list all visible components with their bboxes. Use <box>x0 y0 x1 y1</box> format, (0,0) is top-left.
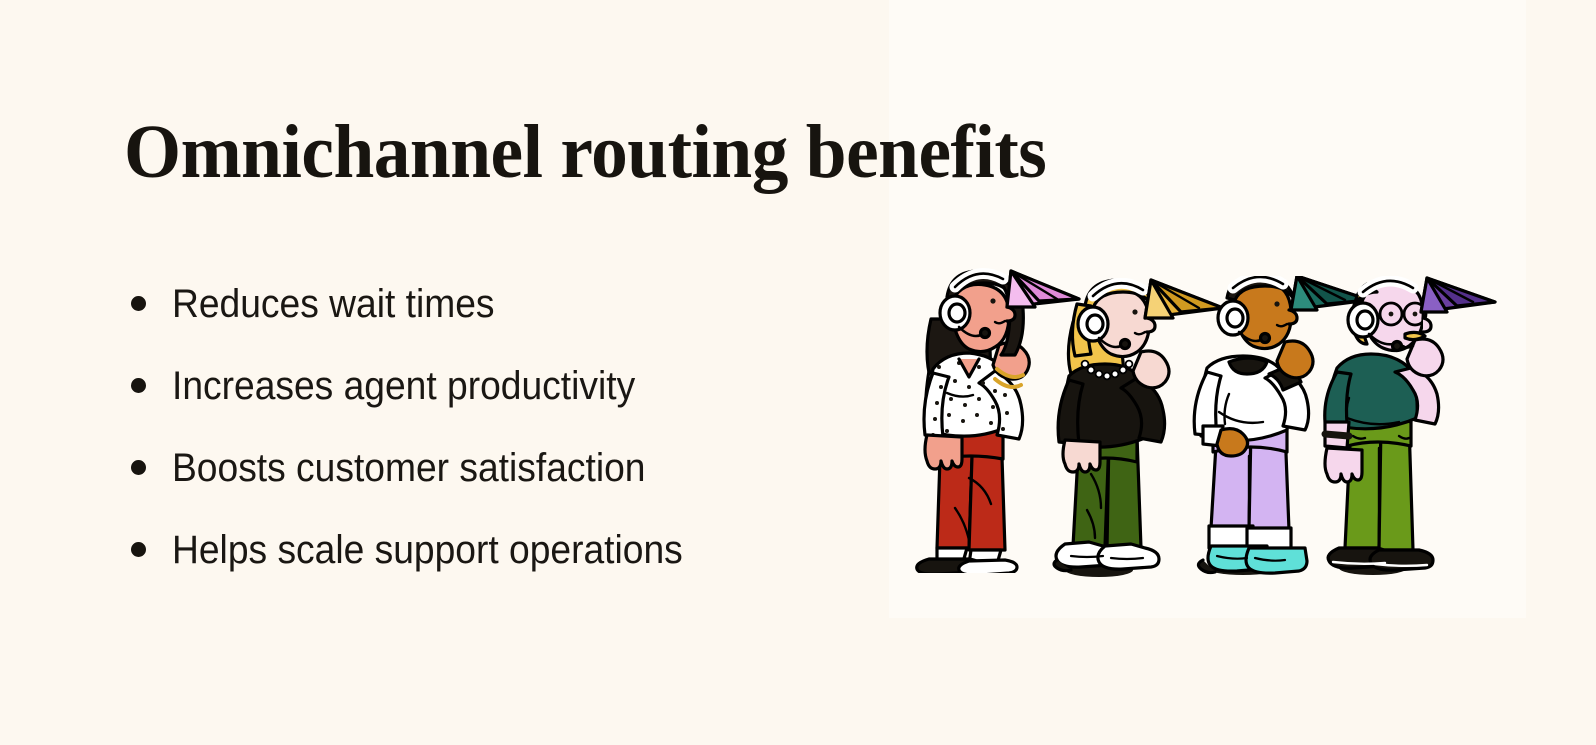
benefit-label: Boosts customer satisfaction <box>172 446 646 490</box>
agent-two-figure <box>1047 278 1237 578</box>
list-item: Boosts customer satisfaction <box>131 446 721 528</box>
bullet-icon <box>131 460 146 475</box>
benefits-list: Reduces wait times Increases agent produ… <box>131 282 721 610</box>
agents-illustration <box>889 0 1526 618</box>
bullet-icon <box>131 296 146 311</box>
benefit-label: Reduces wait times <box>172 282 495 326</box>
agent-four-figure <box>1317 276 1507 576</box>
benefit-label: Increases agent productivity <box>172 364 636 408</box>
bullet-icon <box>131 378 146 393</box>
benefit-label: Helps scale support operations <box>172 528 683 572</box>
list-item: Reduces wait times <box>131 282 721 364</box>
bullet-icon <box>131 542 146 557</box>
agent-three-figure <box>1189 276 1379 576</box>
agent-one-figure <box>907 263 1097 573</box>
list-item: Increases agent productivity <box>131 364 721 446</box>
list-item: Helps scale support operations <box>131 528 721 610</box>
content-column: Omnichannel routing benefits Reduces wai… <box>124 110 1047 572</box>
page-title: Omnichannel routing benefits <box>124 110 1047 194</box>
